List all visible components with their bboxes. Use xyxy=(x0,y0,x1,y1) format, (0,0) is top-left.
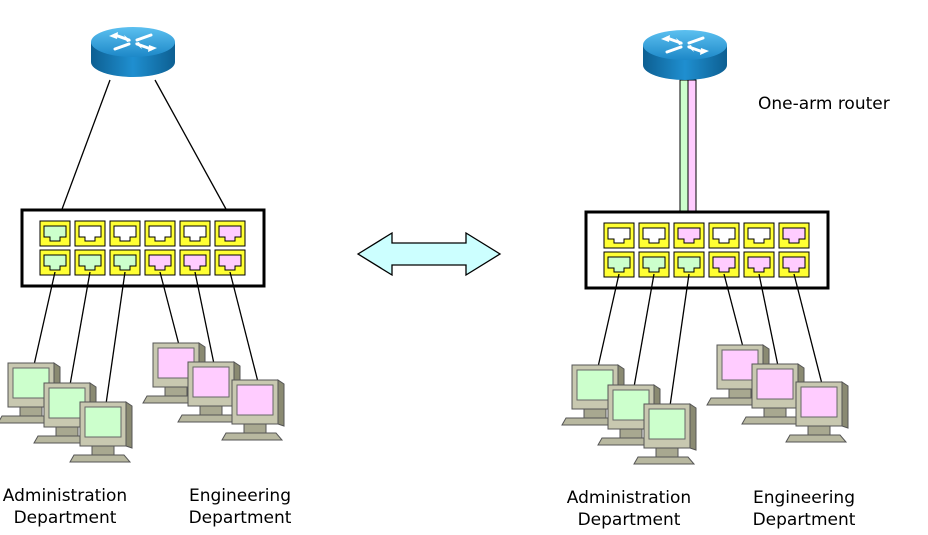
switch-port-icon xyxy=(74,249,106,276)
host-cables xyxy=(597,273,823,407)
switch-port-icon xyxy=(708,251,740,278)
switch-port-icon xyxy=(144,249,176,276)
host-cable xyxy=(159,271,180,346)
host-cable xyxy=(105,271,126,405)
switch-port-icon xyxy=(109,249,141,276)
host-cables xyxy=(33,271,259,405)
left-eng-dept-line2: Department xyxy=(188,508,292,528)
switch-port-icon xyxy=(743,251,775,278)
uplink-cable-eng xyxy=(154,79,233,221)
right-admin-dept-line1: Administration xyxy=(566,488,692,508)
one-arm-router-label: One-arm router xyxy=(758,94,890,114)
switch-port-icon xyxy=(214,249,246,276)
switch-port-icon xyxy=(74,220,106,247)
left-admin-dept-label: Administration Department xyxy=(0,485,140,529)
host-cable xyxy=(229,271,259,383)
switch-port-icon xyxy=(109,220,141,247)
switch-port-icon xyxy=(39,220,71,247)
left-admin-dept-line2: Department xyxy=(13,508,117,528)
switch-port-icon xyxy=(39,249,71,276)
switch-port-icon xyxy=(214,220,246,247)
switch-port-icon xyxy=(673,251,705,278)
computer-icon xyxy=(633,403,697,465)
host-cable xyxy=(194,271,215,365)
switch-port-icon xyxy=(603,222,635,249)
right-eng-dept-label: Engineering Department xyxy=(734,487,874,531)
left-admin-dept-line1: Administration xyxy=(2,486,128,506)
uplink-cable-admin xyxy=(57,79,111,221)
computer-icon xyxy=(69,401,133,463)
switch-icon xyxy=(584,210,830,290)
left-network xyxy=(0,25,285,463)
host-cable xyxy=(758,273,779,367)
host-cable xyxy=(723,273,744,348)
trunk-link xyxy=(679,79,697,223)
switch-port-icon xyxy=(743,222,775,249)
computers xyxy=(561,344,849,465)
switch-port-icon xyxy=(638,222,670,249)
double-arrow-icon xyxy=(356,231,502,277)
computer-icon xyxy=(785,381,849,443)
uplink-cables xyxy=(57,79,233,221)
right-eng-dept-line2: Department xyxy=(752,510,856,530)
host-cable xyxy=(793,273,823,385)
switch-port-icon xyxy=(179,249,211,276)
computer-icon xyxy=(177,361,241,423)
switch-port-icon xyxy=(778,222,810,249)
router-icon xyxy=(89,25,177,79)
right-eng-dept-line1: Engineering xyxy=(753,488,855,508)
switch-port-icon xyxy=(708,222,740,249)
computer-icon xyxy=(221,379,285,441)
host-cable xyxy=(33,271,56,366)
host-cable xyxy=(69,271,91,386)
switch-port-icon xyxy=(603,251,635,278)
right-admin-dept-line2: Department xyxy=(577,510,681,530)
host-cable xyxy=(597,273,620,368)
left-eng-dept-line1: Engineering xyxy=(189,486,291,506)
switch-icon xyxy=(20,208,266,288)
switch-port-icon xyxy=(778,251,810,278)
switch-port-icon xyxy=(673,222,705,249)
host-cable xyxy=(633,273,655,388)
left-eng-dept-label: Engineering Department xyxy=(170,485,310,529)
computers xyxy=(0,342,285,463)
right-admin-dept-label: Administration Department xyxy=(554,487,704,531)
computer-icon xyxy=(142,342,206,404)
right-network xyxy=(561,28,849,465)
router-icon xyxy=(641,28,729,82)
switch-port-icon xyxy=(638,251,670,278)
switch-port-icon xyxy=(179,220,211,247)
host-cable xyxy=(669,273,690,407)
switch-port-icon xyxy=(144,220,176,247)
